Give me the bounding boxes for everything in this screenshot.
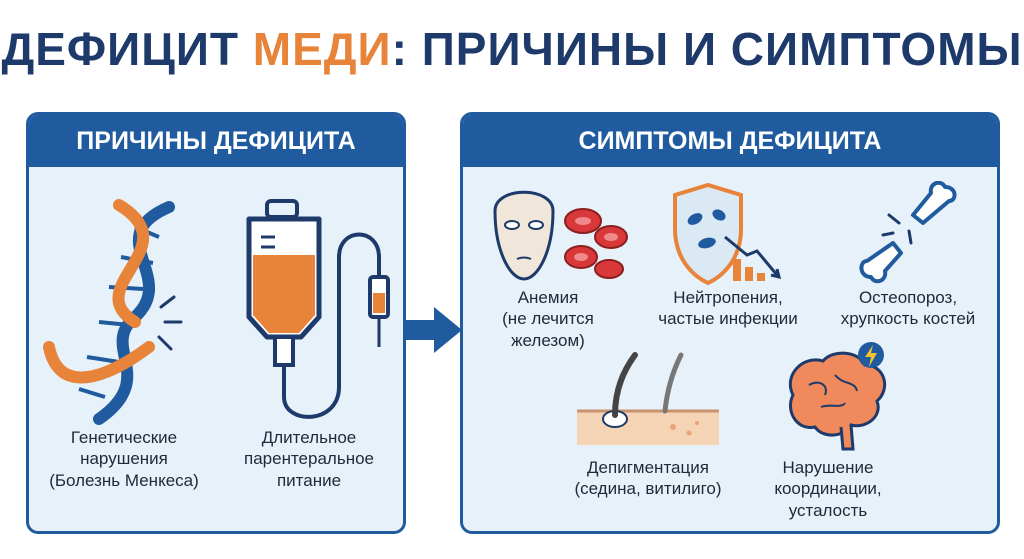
caption-line: (седина, витилиго) <box>574 479 722 499</box>
caption-line: координации, <box>774 479 882 499</box>
cause-genetic-caption: Генетические нарушения (Болезнь Менкеса) <box>39 427 209 491</box>
caption-line: Остеопороз, <box>858 288 958 307</box>
caption-line: усталость <box>788 500 868 520</box>
caption-line: Анемия <box>517 288 579 307</box>
brain-lightning-icon <box>788 342 887 451</box>
symptom-coordination-caption: Нарушение координации, усталость <box>753 457 903 521</box>
caption-line: хрупкость костей <box>840 309 976 329</box>
symptom-neutropenia-caption: Нейтропения, частые инфекции <box>643 287 813 330</box>
shield-bacteria-icon <box>673 182 782 286</box>
caption-line: частые инфекции <box>658 309 798 329</box>
symptom-depigmentation-caption: Депигментация (седина, витилиго) <box>558 457 738 500</box>
caption-line: Депигментация <box>587 458 709 477</box>
caption-line: нарушения <box>80 449 168 469</box>
caption-line: (не лечится <box>502 309 594 329</box>
caption-line: питание <box>276 470 342 490</box>
symptoms-panel: СИМПТОМЫ ДЕФИЦИТА <box>460 112 1000 534</box>
iv-drip-icon <box>246 199 390 419</box>
caption-line: железом) <box>511 330 585 350</box>
dna-icon <box>43 199 183 425</box>
page-title: ДЕФИЦИТ МЕДИ: ПРИЧИНЫ И СИМПТОМЫ <box>0 22 1024 76</box>
cause-parenteral-caption: Длительное парентеральное питание <box>224 427 394 491</box>
caption-line: Длительное <box>261 428 357 447</box>
title-accent: МЕДИ <box>252 23 392 75</box>
symptom-osteoporosis-caption: Остеопороз, хрупкость костей <box>823 287 993 330</box>
broken-bone-icon <box>859 181 957 284</box>
caption-line: Нейтропения, <box>673 288 783 307</box>
symptom-anemia-caption: Анемия (не лечится железом) <box>473 287 623 351</box>
title-part-2: : ПРИЧИНЫ И СИМПТОМЫ <box>391 23 1023 75</box>
hair-skin-icon <box>577 352 719 445</box>
pale-face-blood-cells-icon <box>493 190 628 281</box>
causes-header: ПРИЧИНЫ ДЕФИЦИТА <box>29 115 403 167</box>
caption-line: парентеральное <box>244 449 374 469</box>
arrow-right-icon <box>404 307 462 353</box>
caption-line: Генетические <box>70 428 178 447</box>
causes-panel: ПРИЧИНЫ ДЕФИЦИТА Генетические <box>26 112 406 534</box>
caption-line: Нарушение <box>782 458 874 477</box>
caption-line: (Болезнь Менкеса) <box>49 470 199 490</box>
symptoms-header: СИМПТОМЫ ДЕФИЦИТА <box>463 115 997 167</box>
title-part-1: ДЕФИЦИТ <box>1 23 253 75</box>
